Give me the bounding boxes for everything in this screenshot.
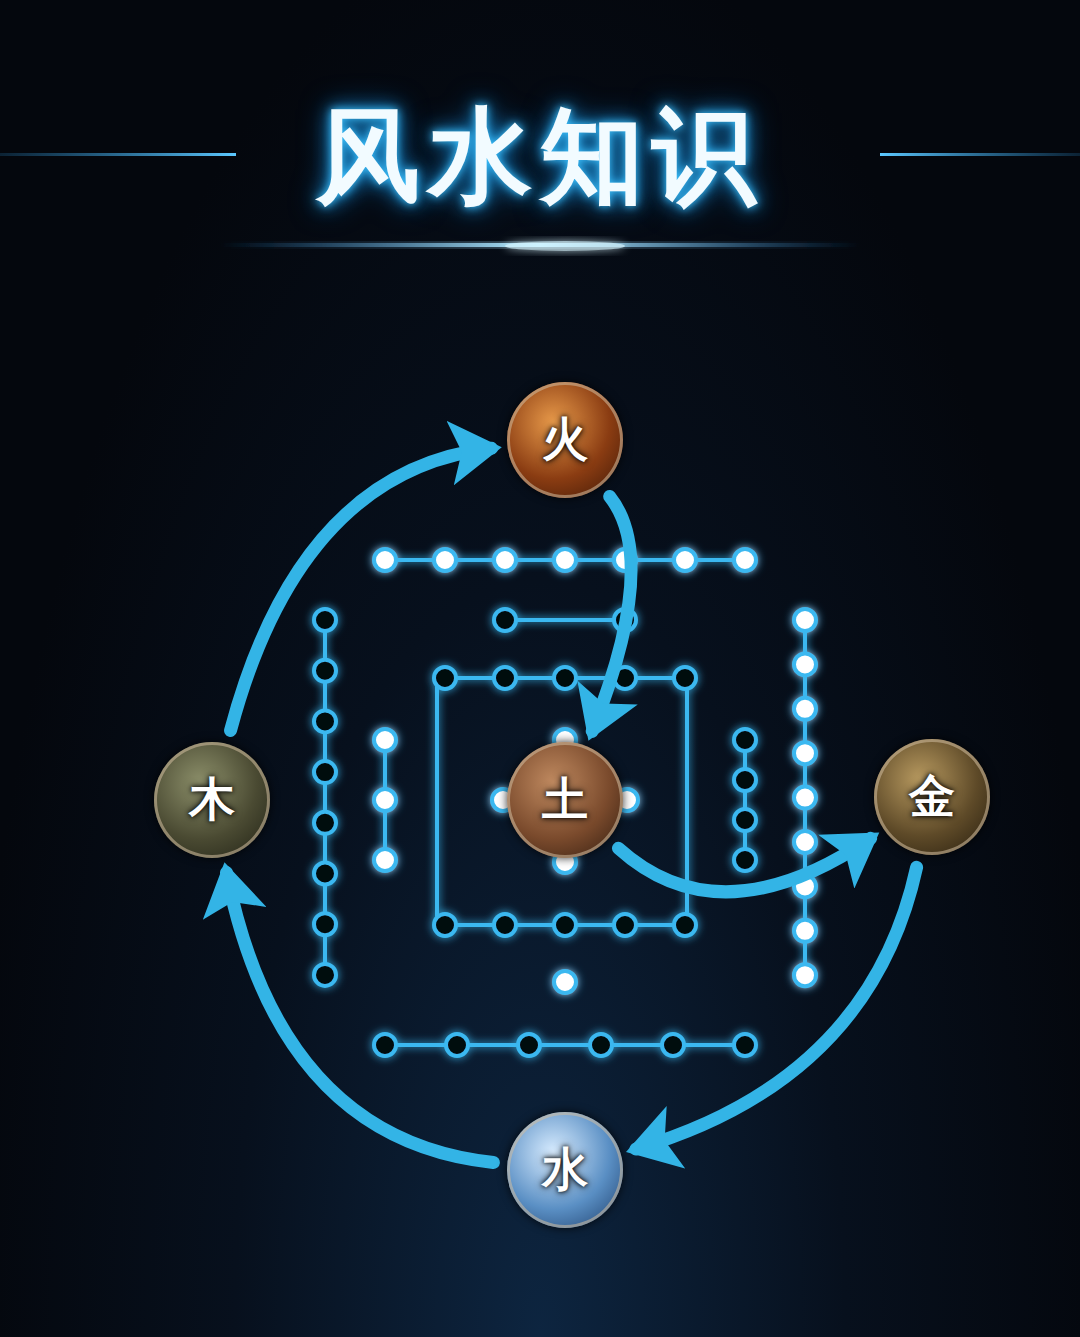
yang-dot [734,549,756,571]
yang-dot [374,549,396,571]
yin-dot [674,667,696,689]
element-label: 土 [542,769,588,831]
yin-dot [314,710,336,732]
yang-dot [374,789,396,811]
cycle-arrow [618,838,870,891]
yin-dot [734,729,756,751]
yin-dot [674,914,696,936]
yin-dot [494,667,516,689]
yin-dot [494,609,516,631]
yin-dot [554,914,576,936]
hetu-line [505,618,625,622]
hetu-line [743,740,747,860]
element-orb: 火 [507,382,623,498]
yin-dot [314,913,336,935]
yin-dot [614,914,636,936]
yang-dot [794,920,816,942]
yin-dot [314,761,336,783]
cycle-arrow [231,448,492,730]
hetu-line [503,740,627,862]
hetu-square [437,678,687,925]
yin-dot [314,863,336,885]
yin-dot [518,1034,540,1056]
yin-dot [734,809,756,831]
yang-dot [674,549,696,571]
yang-dot [374,849,396,871]
yin-dot [662,1034,684,1056]
yang-dot [794,698,816,720]
yin-dot [446,1034,468,1056]
element-label: 木 [189,769,235,831]
yang-dot [494,549,516,571]
yang-dot [554,549,576,571]
yang-dot [434,549,456,571]
yin-dot [434,914,456,936]
yin-dot [734,769,756,791]
yin-dot [734,849,756,871]
yin-dot [590,1034,612,1056]
yin-dot [374,1034,396,1056]
yang-dot [794,742,816,764]
yang-dot [374,729,396,751]
element-orb: 木 [154,742,270,858]
element-label: 金 [909,766,955,828]
yin-dot [314,964,336,986]
title-rule [0,153,236,156]
cycle-arrow [227,873,494,1163]
yang-dot [794,831,816,853]
yin-dot [314,812,336,834]
yin-dot [434,667,456,689]
title-rule [880,153,1080,156]
yin-dot [734,1034,756,1056]
title-text: 风水知识 [316,95,764,217]
yang-dot [794,964,816,986]
element-label: 水 [542,1139,588,1201]
hetu-line [385,1043,745,1047]
element-label: 火 [542,409,588,471]
element-orb: 土 [507,742,623,858]
title: 风水知识 [0,88,1080,228]
element-orb: 金 [874,739,990,855]
cycle-arrow [636,867,917,1149]
yin-dot [314,609,336,631]
yang-dot [794,653,816,675]
yin-dot [554,667,576,689]
yang-dot [554,971,576,993]
yin-dot [314,660,336,682]
yang-dot [794,609,816,631]
yang-dot [794,787,816,809]
element-orb: 水 [507,1112,623,1228]
yin-dot [494,914,516,936]
title-glow [505,241,625,251]
cycle-arrow [592,496,631,731]
